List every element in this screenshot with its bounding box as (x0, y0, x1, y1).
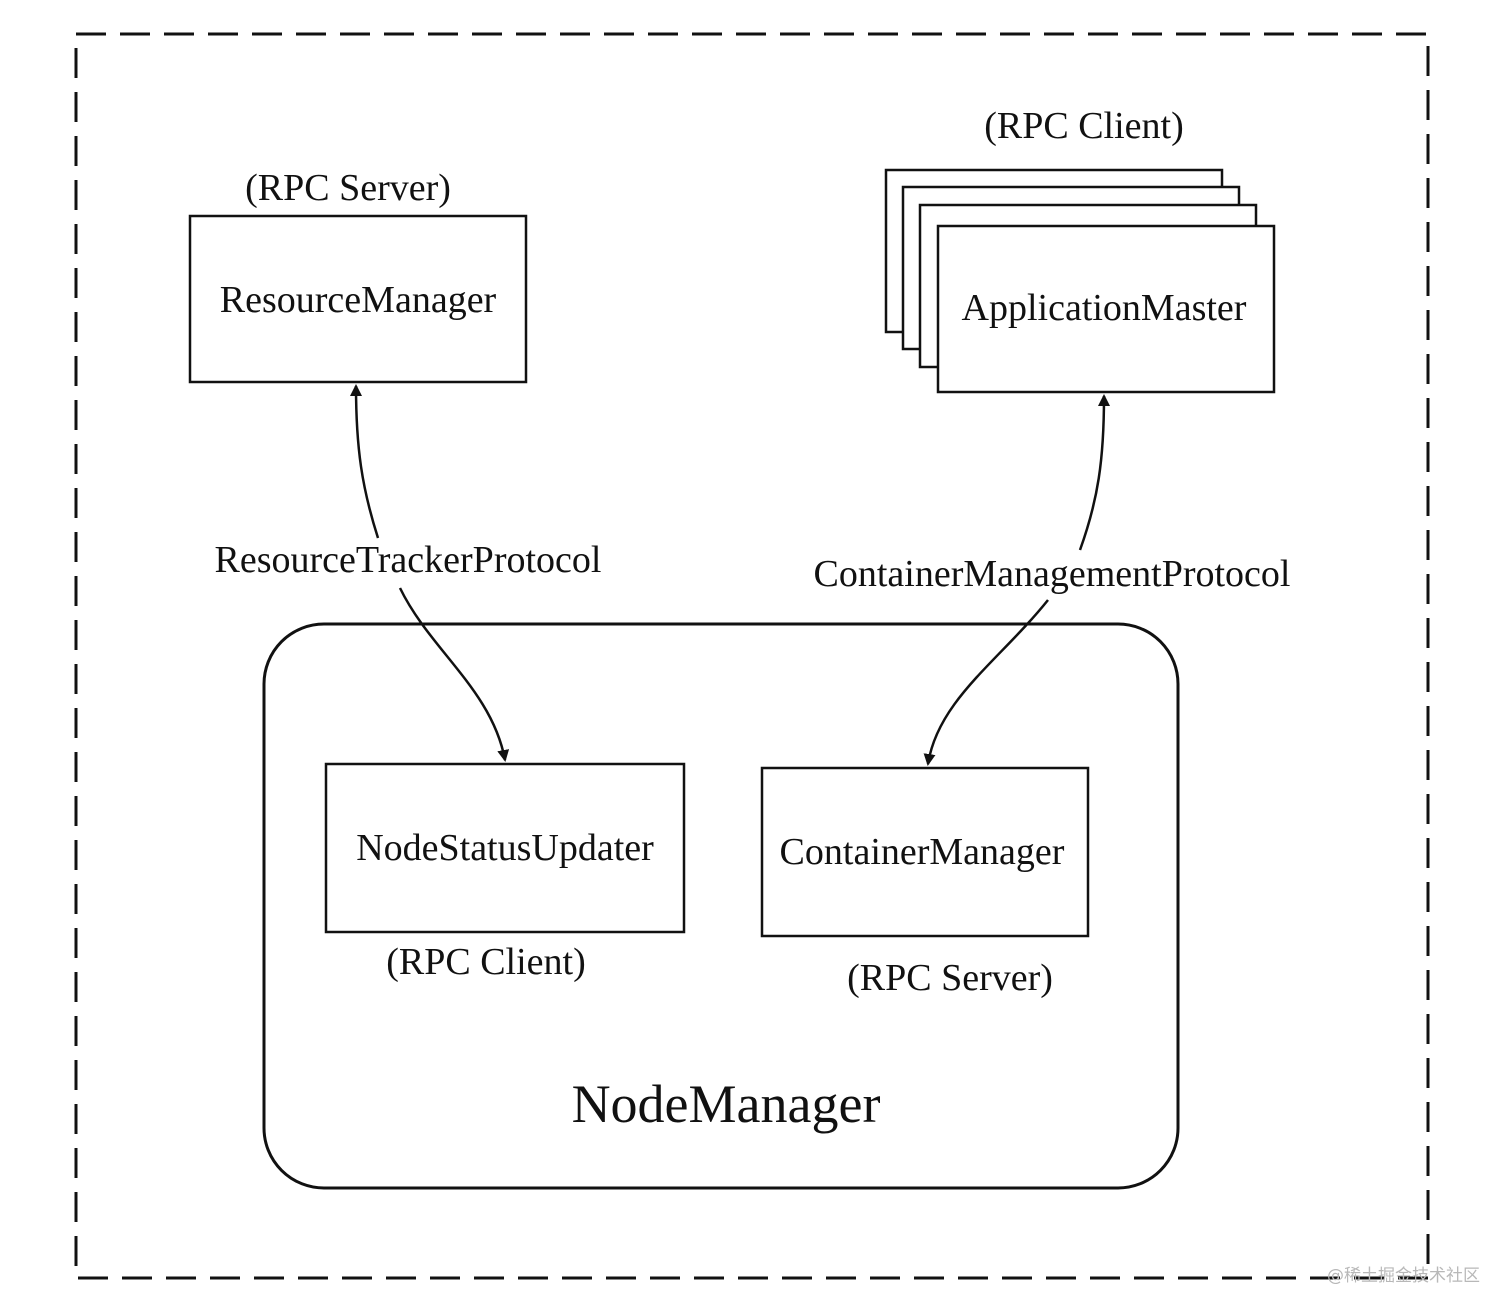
application-master-box (936, 224, 1276, 394)
container-manager-label: ContainerManager (780, 831, 1065, 873)
container-management-protocol-label: ContainerManagementProtocol (814, 553, 1291, 595)
application-master-role: (RPC Client) (984, 105, 1184, 147)
node-status-updater-label: NodeStatusUpdater (356, 827, 654, 869)
node-manager-container (262, 622, 1180, 1190)
application-master-stack (884, 168, 1276, 394)
container-management-arrow-upper (1078, 394, 1110, 551)
resource-tracker-arrow-lower (398, 587, 510, 762)
resource-tracker-arrow-upper (350, 384, 380, 539)
container-manager-box (760, 766, 1090, 938)
resource-tracker-protocol-label: ResourceTrackerProtocol (215, 539, 602, 581)
resource-manager-role: (RPC Server) (245, 167, 451, 209)
node-status-updater-role: (RPC Client) (386, 941, 586, 983)
resource-manager-label: ResourceManager (220, 279, 497, 321)
watermark: @稀土掘金技术社区 (1327, 1266, 1480, 1286)
resource-manager-box (188, 214, 528, 384)
node-status-updater-box (324, 762, 686, 934)
outer-dashed-boundary (74, 32, 1430, 1280)
node-manager-label: NodeManager (572, 1074, 881, 1134)
container-manager-role: (RPC Server) (847, 957, 1053, 999)
application-master-label: ApplicationMaster (962, 287, 1247, 329)
container-management-arrow-lower (923, 599, 1049, 766)
